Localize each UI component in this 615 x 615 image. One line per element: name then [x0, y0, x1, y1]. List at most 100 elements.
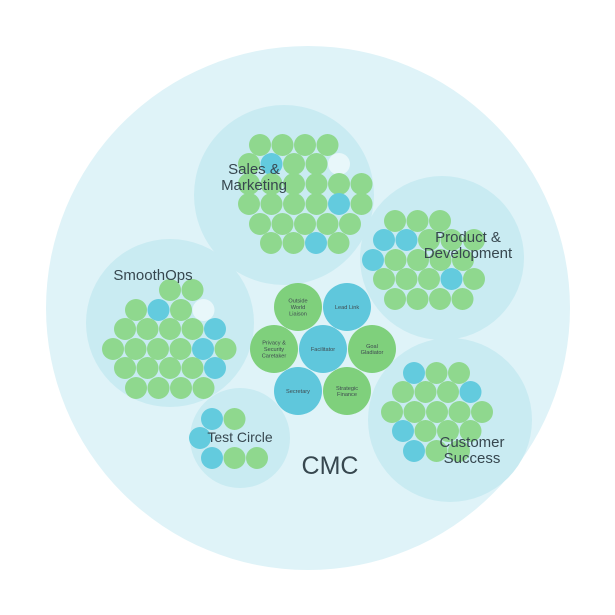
role-bubble[interactable]: [437, 420, 459, 442]
role-bubble[interactable]: [169, 338, 192, 360]
role-bubble[interactable]: [425, 362, 448, 384]
role-bubble[interactable]: [204, 318, 226, 340]
role-bubble[interactable]: [440, 229, 463, 251]
role-bubble[interactable]: [238, 173, 260, 195]
role-bubble[interactable]: [384, 210, 406, 232]
role-bubble[interactable]: [448, 440, 470, 462]
role-bubble[interactable]: [429, 249, 452, 271]
role-bubble[interactable]: [201, 447, 223, 469]
role-bubble[interactable]: [437, 381, 459, 403]
role-bubble[interactable]: [471, 401, 493, 423]
role-bubble[interactable]: [125, 377, 147, 399]
role-bubble[interactable]: [102, 338, 124, 360]
core-role-secretary[interactable]: [274, 367, 322, 415]
role-bubble[interactable]: [246, 447, 268, 469]
role-bubble[interactable]: [192, 338, 214, 360]
role-bubble[interactable]: [451, 288, 474, 310]
role-bubble[interactable]: [124, 338, 147, 360]
core-role-finance[interactable]: [323, 367, 371, 415]
role-bubble[interactable]: [463, 268, 485, 290]
role-bubble[interactable]: [384, 288, 406, 310]
role-bubble[interactable]: [350, 173, 373, 195]
role-bubble[interactable]: [125, 299, 147, 321]
core-role-outside[interactable]: [274, 283, 322, 331]
role-bubble[interactable]: [403, 401, 426, 423]
role-bubble[interactable]: [414, 420, 437, 442]
role-bubble[interactable]: [170, 377, 192, 399]
role-bubble[interactable]: [147, 338, 169, 360]
role-bubble[interactable]: [282, 232, 305, 254]
role-bubble[interactable]: [414, 381, 437, 403]
role-bubble[interactable]: [440, 268, 463, 290]
role-bubble[interactable]: [305, 193, 328, 215]
role-bubble[interactable]: [260, 173, 283, 195]
role-bubble[interactable]: [328, 193, 350, 215]
role-bubble[interactable]: [305, 232, 327, 254]
role-bubble[interactable]: [328, 173, 350, 195]
role-bubble[interactable]: [238, 153, 260, 175]
role-bubble[interactable]: [395, 268, 418, 290]
core-role-goal[interactable]: [348, 325, 396, 373]
role-bubble[interactable]: [114, 357, 136, 379]
role-bubble[interactable]: [316, 213, 339, 235]
role-bubble[interactable]: [204, 357, 226, 379]
core-role-privacy[interactable]: [250, 325, 298, 373]
role-bubble[interactable]: [463, 229, 485, 251]
role-bubble[interactable]: [452, 249, 474, 271]
role-bubble[interactable]: [392, 381, 414, 403]
role-bubble[interactable]: [159, 279, 181, 301]
role-bubble[interactable]: [406, 288, 429, 310]
role-bubble[interactable]: [159, 357, 181, 379]
role-bubble[interactable]: [271, 134, 294, 156]
role-bubble[interactable]: [271, 213, 294, 235]
role-bubble[interactable]: [429, 210, 451, 232]
role-bubble[interactable]: [305, 153, 328, 175]
role-bubble[interactable]: [223, 447, 246, 469]
role-bubble[interactable]: [327, 232, 350, 254]
role-bubble[interactable]: [316, 134, 339, 156]
role-bubble[interactable]: [136, 318, 159, 340]
role-bubble[interactable]: [362, 249, 384, 271]
role-bubble[interactable]: [403, 362, 425, 384]
role-bubble[interactable]: [249, 213, 271, 235]
role-bubble[interactable]: [448, 401, 471, 423]
role-bubble[interactable]: [114, 318, 136, 340]
role-bubble[interactable]: [238, 193, 260, 215]
role-bubble[interactable]: [214, 338, 237, 360]
role-bubble[interactable]: [418, 268, 440, 290]
role-bubble[interactable]: [305, 173, 328, 195]
core-role-lead[interactable]: [323, 283, 371, 331]
role-bubble[interactable]: [406, 210, 429, 232]
role-bubble[interactable]: [249, 134, 271, 156]
role-bubble[interactable]: [260, 153, 283, 175]
role-bubble[interactable]: [181, 357, 204, 379]
role-bubble[interactable]: [384, 249, 407, 271]
role-bubble[interactable]: [283, 193, 305, 215]
role-bubble[interactable]: [283, 173, 305, 195]
role-bubble[interactable]: [425, 440, 448, 462]
role-bubble[interactable]: [201, 408, 223, 430]
role-bubble[interactable]: [192, 377, 215, 399]
role-bubble[interactable]: [170, 299, 192, 321]
role-bubble[interactable]: [407, 249, 429, 271]
role-bubble[interactable]: [403, 440, 425, 462]
role-bubble[interactable]: [147, 299, 170, 321]
role-bubble[interactable]: [181, 279, 204, 301]
role-bubble[interactable]: [294, 213, 316, 235]
role-bubble[interactable]: [159, 318, 181, 340]
role-bubble[interactable]: [429, 288, 451, 310]
role-bubble[interactable]: [339, 213, 361, 235]
role-bubble[interactable]: [392, 420, 414, 442]
role-bubble[interactable]: [147, 377, 170, 399]
role-bubble[interactable]: [223, 408, 246, 430]
role-bubble[interactable]: [395, 229, 418, 251]
core-role-facilitator[interactable]: [299, 325, 347, 373]
role-bubble[interactable]: [373, 229, 395, 251]
role-bubble[interactable]: [294, 134, 316, 156]
role-bubble[interactable]: [459, 420, 482, 442]
role-bubble[interactable]: [189, 427, 211, 449]
role-bubble[interactable]: [283, 153, 305, 175]
role-bubble[interactable]: [136, 357, 159, 379]
role-bubble[interactable]: [381, 401, 403, 423]
role-bubble[interactable]: [426, 401, 448, 423]
